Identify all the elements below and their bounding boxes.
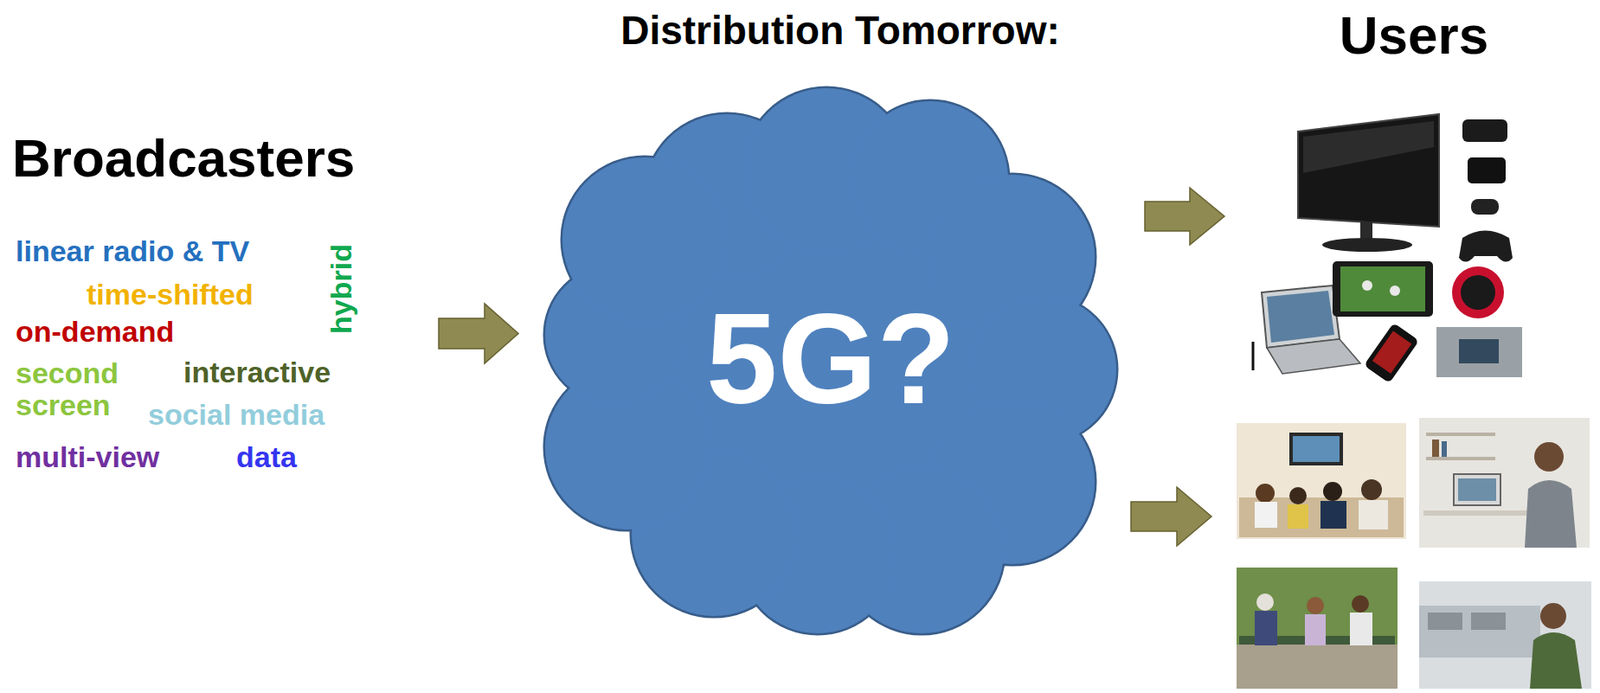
person xyxy=(1323,481,1343,502)
train-window xyxy=(1427,612,1463,630)
person xyxy=(1304,614,1326,646)
subway-photo xyxy=(1419,581,1592,689)
cloud-outline xyxy=(562,157,727,322)
monitor xyxy=(1453,474,1501,506)
tablet xyxy=(1332,261,1433,317)
tv-base xyxy=(1322,237,1413,252)
books xyxy=(1432,439,1440,457)
media-box xyxy=(1467,157,1506,184)
keyword-label: linear radio & TV xyxy=(15,235,250,268)
monitor-screen xyxy=(1458,478,1497,502)
man xyxy=(1540,603,1567,630)
tv-glare xyxy=(1303,121,1434,174)
person xyxy=(1320,501,1347,529)
person xyxy=(1351,595,1369,613)
phone-screen xyxy=(1372,331,1412,374)
photo-frame xyxy=(1236,423,1407,540)
person xyxy=(1287,504,1309,529)
laptop-screen xyxy=(1261,285,1340,348)
train-window xyxy=(1471,612,1506,630)
desk xyxy=(1423,510,1528,516)
tv-screen xyxy=(1297,114,1440,227)
laptop-display xyxy=(1266,290,1335,343)
block-arrow xyxy=(438,303,519,364)
phone xyxy=(1363,322,1420,384)
section-label: Broadcasters xyxy=(12,128,355,188)
keyword-label: multi-view xyxy=(15,441,160,474)
section-label: Users xyxy=(1339,6,1489,65)
car-display-screen xyxy=(1458,339,1499,364)
man xyxy=(1534,442,1564,472)
devices-picture xyxy=(1253,114,1523,384)
keyword-label: data xyxy=(236,441,297,474)
keyword-label: social media xyxy=(147,398,325,431)
person xyxy=(1255,483,1275,503)
person xyxy=(1254,501,1278,528)
cloud-fill xyxy=(562,157,727,322)
person xyxy=(1349,612,1373,646)
dongle xyxy=(1471,199,1499,215)
cloud-shape xyxy=(545,88,1117,634)
keyword-label: time-shifted xyxy=(86,278,254,311)
man xyxy=(1524,480,1577,548)
keyword-label: interactive xyxy=(183,356,331,389)
desk-photo xyxy=(1419,417,1590,548)
cloud-node: 5G? xyxy=(540,83,1121,635)
shelf xyxy=(1426,432,1496,437)
train xyxy=(1419,605,1541,658)
node-text: 5G? xyxy=(706,289,956,431)
round-device-face xyxy=(1460,275,1496,310)
tv-stand xyxy=(1360,221,1373,241)
block-arrow xyxy=(1144,187,1225,245)
title-heading: Distribution Tomorrow: xyxy=(620,8,1061,53)
round-device xyxy=(1452,266,1504,319)
person xyxy=(1306,597,1324,615)
car-display xyxy=(1436,327,1523,378)
tablet-figure xyxy=(1389,285,1401,296)
person xyxy=(1254,610,1278,646)
path xyxy=(1236,644,1398,689)
tv-picture xyxy=(1292,436,1340,463)
block-arrow xyxy=(1130,487,1212,547)
keyword-label: second screen xyxy=(15,357,119,423)
photo-frame xyxy=(1419,581,1592,689)
man xyxy=(1529,632,1582,689)
antenna xyxy=(1252,341,1255,371)
game-controller xyxy=(1458,231,1513,263)
laptop-base xyxy=(1266,339,1361,374)
person xyxy=(1256,593,1274,611)
tv-on-wall xyxy=(1289,432,1343,466)
tablet-figure xyxy=(1362,280,1373,291)
tablet-screen xyxy=(1340,266,1426,312)
photo-frame xyxy=(1419,417,1590,548)
keyword-label: hybrid xyxy=(325,244,358,335)
family-photo xyxy=(1236,423,1407,540)
person xyxy=(1361,479,1382,501)
keyword-label: on-demand xyxy=(15,315,174,348)
media-box xyxy=(1462,119,1508,142)
photo-frame xyxy=(1236,567,1398,689)
books xyxy=(1441,441,1447,457)
park-photo xyxy=(1236,567,1398,689)
couch xyxy=(1239,497,1404,538)
shelf xyxy=(1426,456,1496,461)
person xyxy=(1289,487,1307,505)
person xyxy=(1358,500,1388,530)
